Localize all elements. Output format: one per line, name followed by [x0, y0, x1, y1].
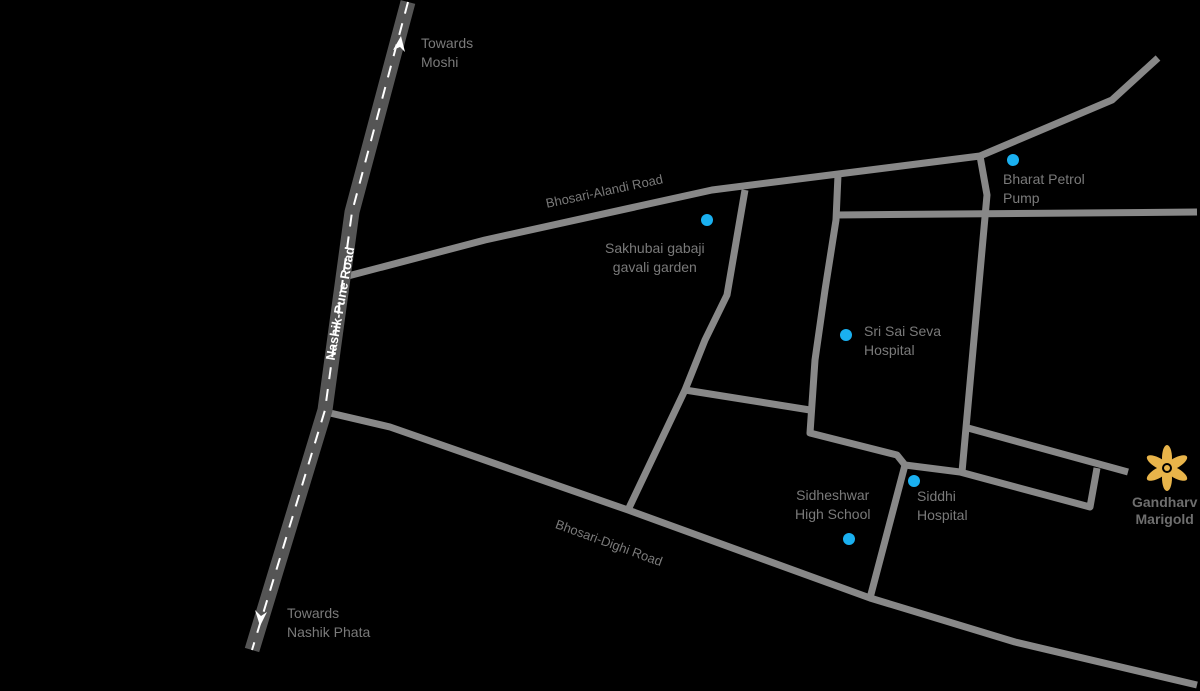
poi-dot — [843, 533, 855, 545]
poi-label: Siddhi Hospital — [917, 488, 968, 523]
poi-dot — [840, 329, 852, 341]
road-segment — [967, 424, 1129, 476]
road-segment — [866, 464, 909, 599]
poi-label: Sri Sai Seva Hospital — [864, 323, 942, 358]
bhosari-dighi-road — [329, 409, 1198, 689]
poi-dot — [1007, 154, 1019, 166]
poi-label: Bharat Petrol Pump — [1003, 171, 1085, 206]
direction-moshi: Towards Moshi — [421, 35, 474, 70]
arrow-up-icon — [393, 36, 405, 52]
bhosari-alandi-road — [347, 55, 1161, 280]
poi-label: Sakhubai gabaji gavali garden — [605, 240, 705, 275]
poi-label: Sidheshwar High School — [795, 487, 871, 522]
road-segment — [834, 208, 1198, 219]
road-segment — [958, 155, 991, 473]
road-segment — [684, 386, 811, 414]
poi-dot — [701, 214, 713, 226]
flower-logo-icon — [1146, 445, 1188, 491]
arrow-down-icon — [255, 610, 267, 626]
poi-dot — [908, 475, 920, 487]
highway-lane-dashes — [251, 1, 409, 651]
project-name: Gandharv Marigold — [1132, 494, 1198, 527]
road-segment — [624, 189, 749, 512]
road-segment — [806, 174, 1101, 511]
direction-nashik-phata: Towards Nashik Phata — [287, 605, 371, 640]
